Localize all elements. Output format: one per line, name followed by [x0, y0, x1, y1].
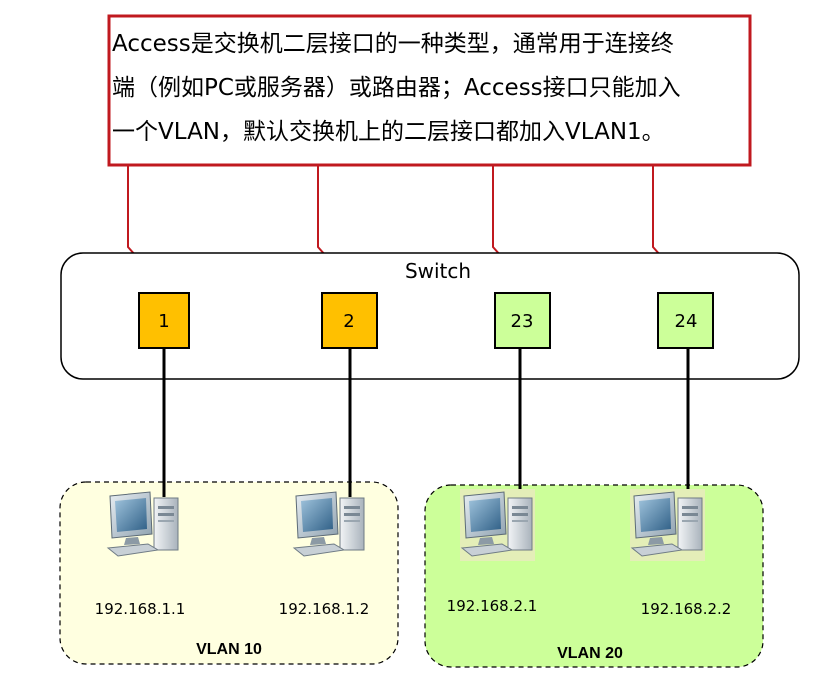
host-ip: 192.168.1.1 [95, 600, 186, 618]
port-1: 1 [138, 292, 190, 349]
host-ip: 192.168.2.2 [641, 600, 732, 618]
port-label: 2 [343, 311, 354, 332]
host-ip: 192.168.2.1 [447, 597, 538, 615]
port-2: 2 [321, 292, 378, 349]
vlan-label: VLAN 20 [557, 645, 623, 662]
cables [162, 348, 690, 497]
port-box [138, 292, 190, 349]
callout-box [107, 14, 752, 167]
callout-line: 一个VLAN，默认交换机上的二层接口都加入VLAN1。 [112, 119, 665, 145]
port-label: 23 [511, 311, 534, 332]
callout-text: Access是交换机二层接口的一种类型，通常用于连接终 端（例如PC或服务器）或… [112, 22, 747, 154]
port-box [494, 292, 551, 349]
vlan-label: VLAN 10 [196, 641, 262, 658]
callout-line: Access是交换机二层接口的一种类型，通常用于连接终 [112, 31, 674, 57]
port-label: 1 [158, 311, 169, 332]
switch-label: Switch [405, 259, 471, 283]
port-label: 24 [675, 311, 698, 332]
switch-body [60, 252, 800, 380]
port-box [321, 292, 378, 349]
host-ip: 192.168.1.2 [279, 600, 370, 618]
port-24: 24 [657, 292, 714, 349]
callout-line: 端（例如PC或服务器）或路由器；Access接口只能加入 [112, 75, 681, 101]
port-23: 23 [494, 292, 551, 349]
port-box [657, 292, 714, 349]
